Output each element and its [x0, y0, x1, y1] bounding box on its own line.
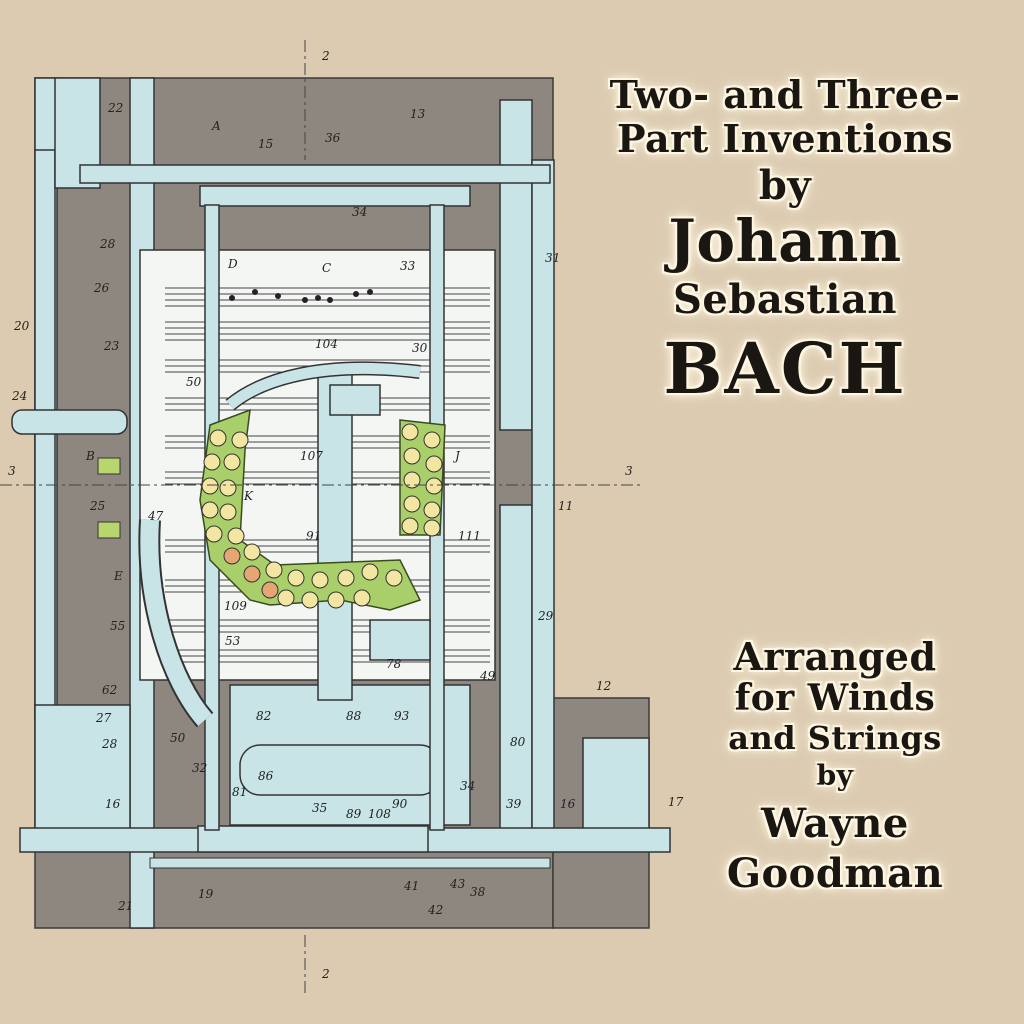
svg-text:J: J [452, 449, 461, 463]
svg-text:28: 28 [101, 737, 118, 751]
title-line-1: Two- and Three- [609, 72, 961, 117]
svg-text:34: 34 [460, 779, 475, 793]
note-keyboard [199, 408, 446, 611]
svg-text:K: K [243, 489, 254, 503]
svg-text:26: 26 [93, 281, 110, 295]
album-title-block: Two- and Three- Part Inventions by Johan… [560, 60, 1010, 404]
svg-text:49: 49 [479, 669, 496, 683]
svg-text:17: 17 [668, 795, 684, 809]
svg-text:21: 21 [117, 899, 133, 913]
svg-text:34: 34 [352, 205, 367, 219]
svg-text:39: 39 [506, 797, 522, 811]
svg-text:30: 30 [412, 341, 428, 355]
svg-text:93: 93 [394, 709, 410, 723]
svg-text:82: 82 [256, 709, 271, 723]
svg-text:D: D [227, 257, 238, 271]
svg-text:50: 50 [186, 375, 202, 389]
svg-text:108: 108 [368, 807, 391, 821]
svg-text:3: 3 [8, 464, 16, 478]
svg-text:80: 80 [510, 735, 526, 749]
arranger-last-name: Goodman [726, 850, 944, 897]
svg-text:31: 31 [545, 251, 560, 265]
title-line-2: Part Inventions [616, 116, 954, 161]
arranged-line-1: Arranged [733, 634, 937, 679]
composer-middle-name: Sebastian [673, 276, 897, 323]
svg-text:29: 29 [537, 609, 554, 623]
svg-text:111: 111 [458, 529, 481, 543]
svg-text:43: 43 [449, 877, 466, 891]
svg-text:16: 16 [560, 797, 576, 811]
svg-text:A: A [211, 119, 221, 133]
svg-text:13: 13 [410, 107, 426, 121]
svg-text:35: 35 [312, 801, 327, 815]
svg-text:42: 42 [427, 903, 443, 917]
svg-text:19: 19 [198, 887, 214, 901]
by-label-2: by [816, 759, 854, 792]
svg-text:C: C [322, 261, 331, 275]
svg-text:89: 89 [346, 807, 362, 821]
by-label: by [758, 162, 812, 209]
svg-text:28: 28 [99, 237, 116, 251]
svg-text:E: E [113, 569, 123, 583]
svg-text:2: 2 [321, 967, 330, 981]
svg-text:90: 90 [392, 797, 408, 811]
svg-text:B: B [85, 449, 95, 463]
composer-last-name: BACH [663, 327, 907, 410]
arranged-line-3: and Strings [728, 719, 942, 757]
svg-text:41: 41 [403, 879, 419, 893]
svg-text:91: 91 [306, 529, 321, 543]
svg-text:2: 2 [321, 49, 330, 63]
svg-text:15: 15 [258, 137, 273, 151]
svg-text:109: 109 [224, 599, 247, 613]
svg-text:11: 11 [558, 499, 573, 513]
svg-text:38: 38 [470, 885, 486, 899]
section-guides [0, 40, 640, 995]
arrangement-credit-block: Arranged for Winds and Strings by Wayne … [660, 638, 1010, 894]
svg-text:47: 47 [147, 509, 164, 523]
svg-text:107: 107 [300, 449, 323, 463]
svg-text:27: 27 [95, 711, 112, 725]
svg-text:33: 33 [400, 259, 416, 273]
arranged-line-2: for Winds [734, 677, 936, 719]
svg-text:55: 55 [110, 619, 125, 633]
svg-text:50: 50 [170, 731, 186, 745]
svg-text:88: 88 [346, 709, 362, 723]
arranger-first-name: Wayne [761, 800, 909, 847]
svg-text:16: 16 [105, 797, 121, 811]
svg-text:78: 78 [386, 657, 402, 671]
svg-text:3: 3 [625, 464, 633, 478]
svg-text:20: 20 [13, 319, 30, 333]
svg-text:81: 81 [232, 785, 247, 799]
svg-text:23: 23 [103, 339, 120, 353]
svg-text:86: 86 [258, 769, 274, 783]
svg-text:22: 22 [107, 101, 123, 115]
svg-text:36: 36 [325, 131, 341, 145]
svg-text:53: 53 [225, 634, 241, 648]
svg-text:62: 62 [102, 683, 117, 697]
composer-first-name: Johann [668, 207, 902, 275]
svg-text:104: 104 [315, 337, 338, 351]
svg-text:32: 32 [192, 761, 207, 775]
svg-text:25: 25 [89, 499, 105, 513]
svg-text:12: 12 [596, 679, 611, 693]
svg-text:24: 24 [11, 389, 27, 403]
